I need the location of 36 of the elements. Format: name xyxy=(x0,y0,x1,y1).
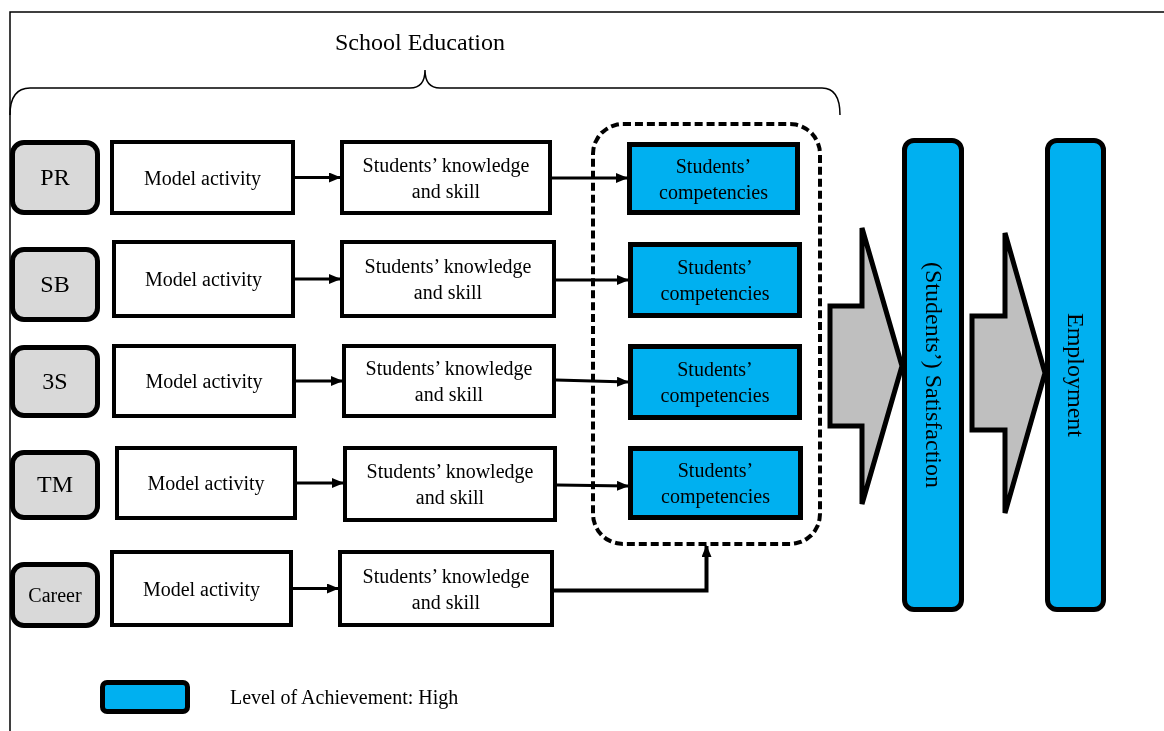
process-box: Model activity xyxy=(112,344,296,418)
block-arrow xyxy=(969,230,1048,516)
competency-box: Students’ competencies xyxy=(627,142,800,215)
process-box: Students’ knowledge and skill xyxy=(340,140,552,215)
category-label-box: TM xyxy=(10,450,100,520)
arrow xyxy=(552,173,628,183)
arrow xyxy=(293,583,339,594)
category-label-box: PR xyxy=(10,140,100,215)
process-box: Students’ knowledge and skill xyxy=(340,240,556,318)
arrow xyxy=(555,376,629,387)
competency-box: Students’ competencies xyxy=(628,242,802,318)
arrow xyxy=(556,275,629,285)
arrow xyxy=(556,480,629,491)
category-label-box: 3S xyxy=(10,345,100,418)
competency-box: Students’ competencies xyxy=(628,446,803,520)
process-box: Model activity xyxy=(110,140,295,215)
arrow xyxy=(297,478,344,488)
block-arrow xyxy=(827,225,905,507)
arrow xyxy=(554,545,712,593)
process-box: Students’ knowledge and skill xyxy=(342,344,556,418)
arrow xyxy=(295,274,341,284)
process-box: Students’ knowledge and skill xyxy=(338,550,554,627)
category-label-box: SB xyxy=(10,247,100,322)
arrow xyxy=(295,172,341,183)
outcome-bar: Employment xyxy=(1045,138,1106,612)
process-box: Model activity xyxy=(115,446,297,520)
diagram-title: School Education xyxy=(334,28,506,57)
process-box: Model activity xyxy=(110,550,293,627)
dashed-group-box xyxy=(591,122,822,546)
process-box: Students’ knowledge and skill xyxy=(343,446,557,522)
competency-box: Students’ competencies xyxy=(628,344,802,420)
process-box: Model activity xyxy=(112,240,295,318)
arrow xyxy=(296,376,343,386)
category-label-box: Career xyxy=(10,562,100,628)
outcome-bar: (Students’) Satisfaction xyxy=(902,138,964,612)
legend-label: Level of Achievement: High xyxy=(230,685,459,710)
